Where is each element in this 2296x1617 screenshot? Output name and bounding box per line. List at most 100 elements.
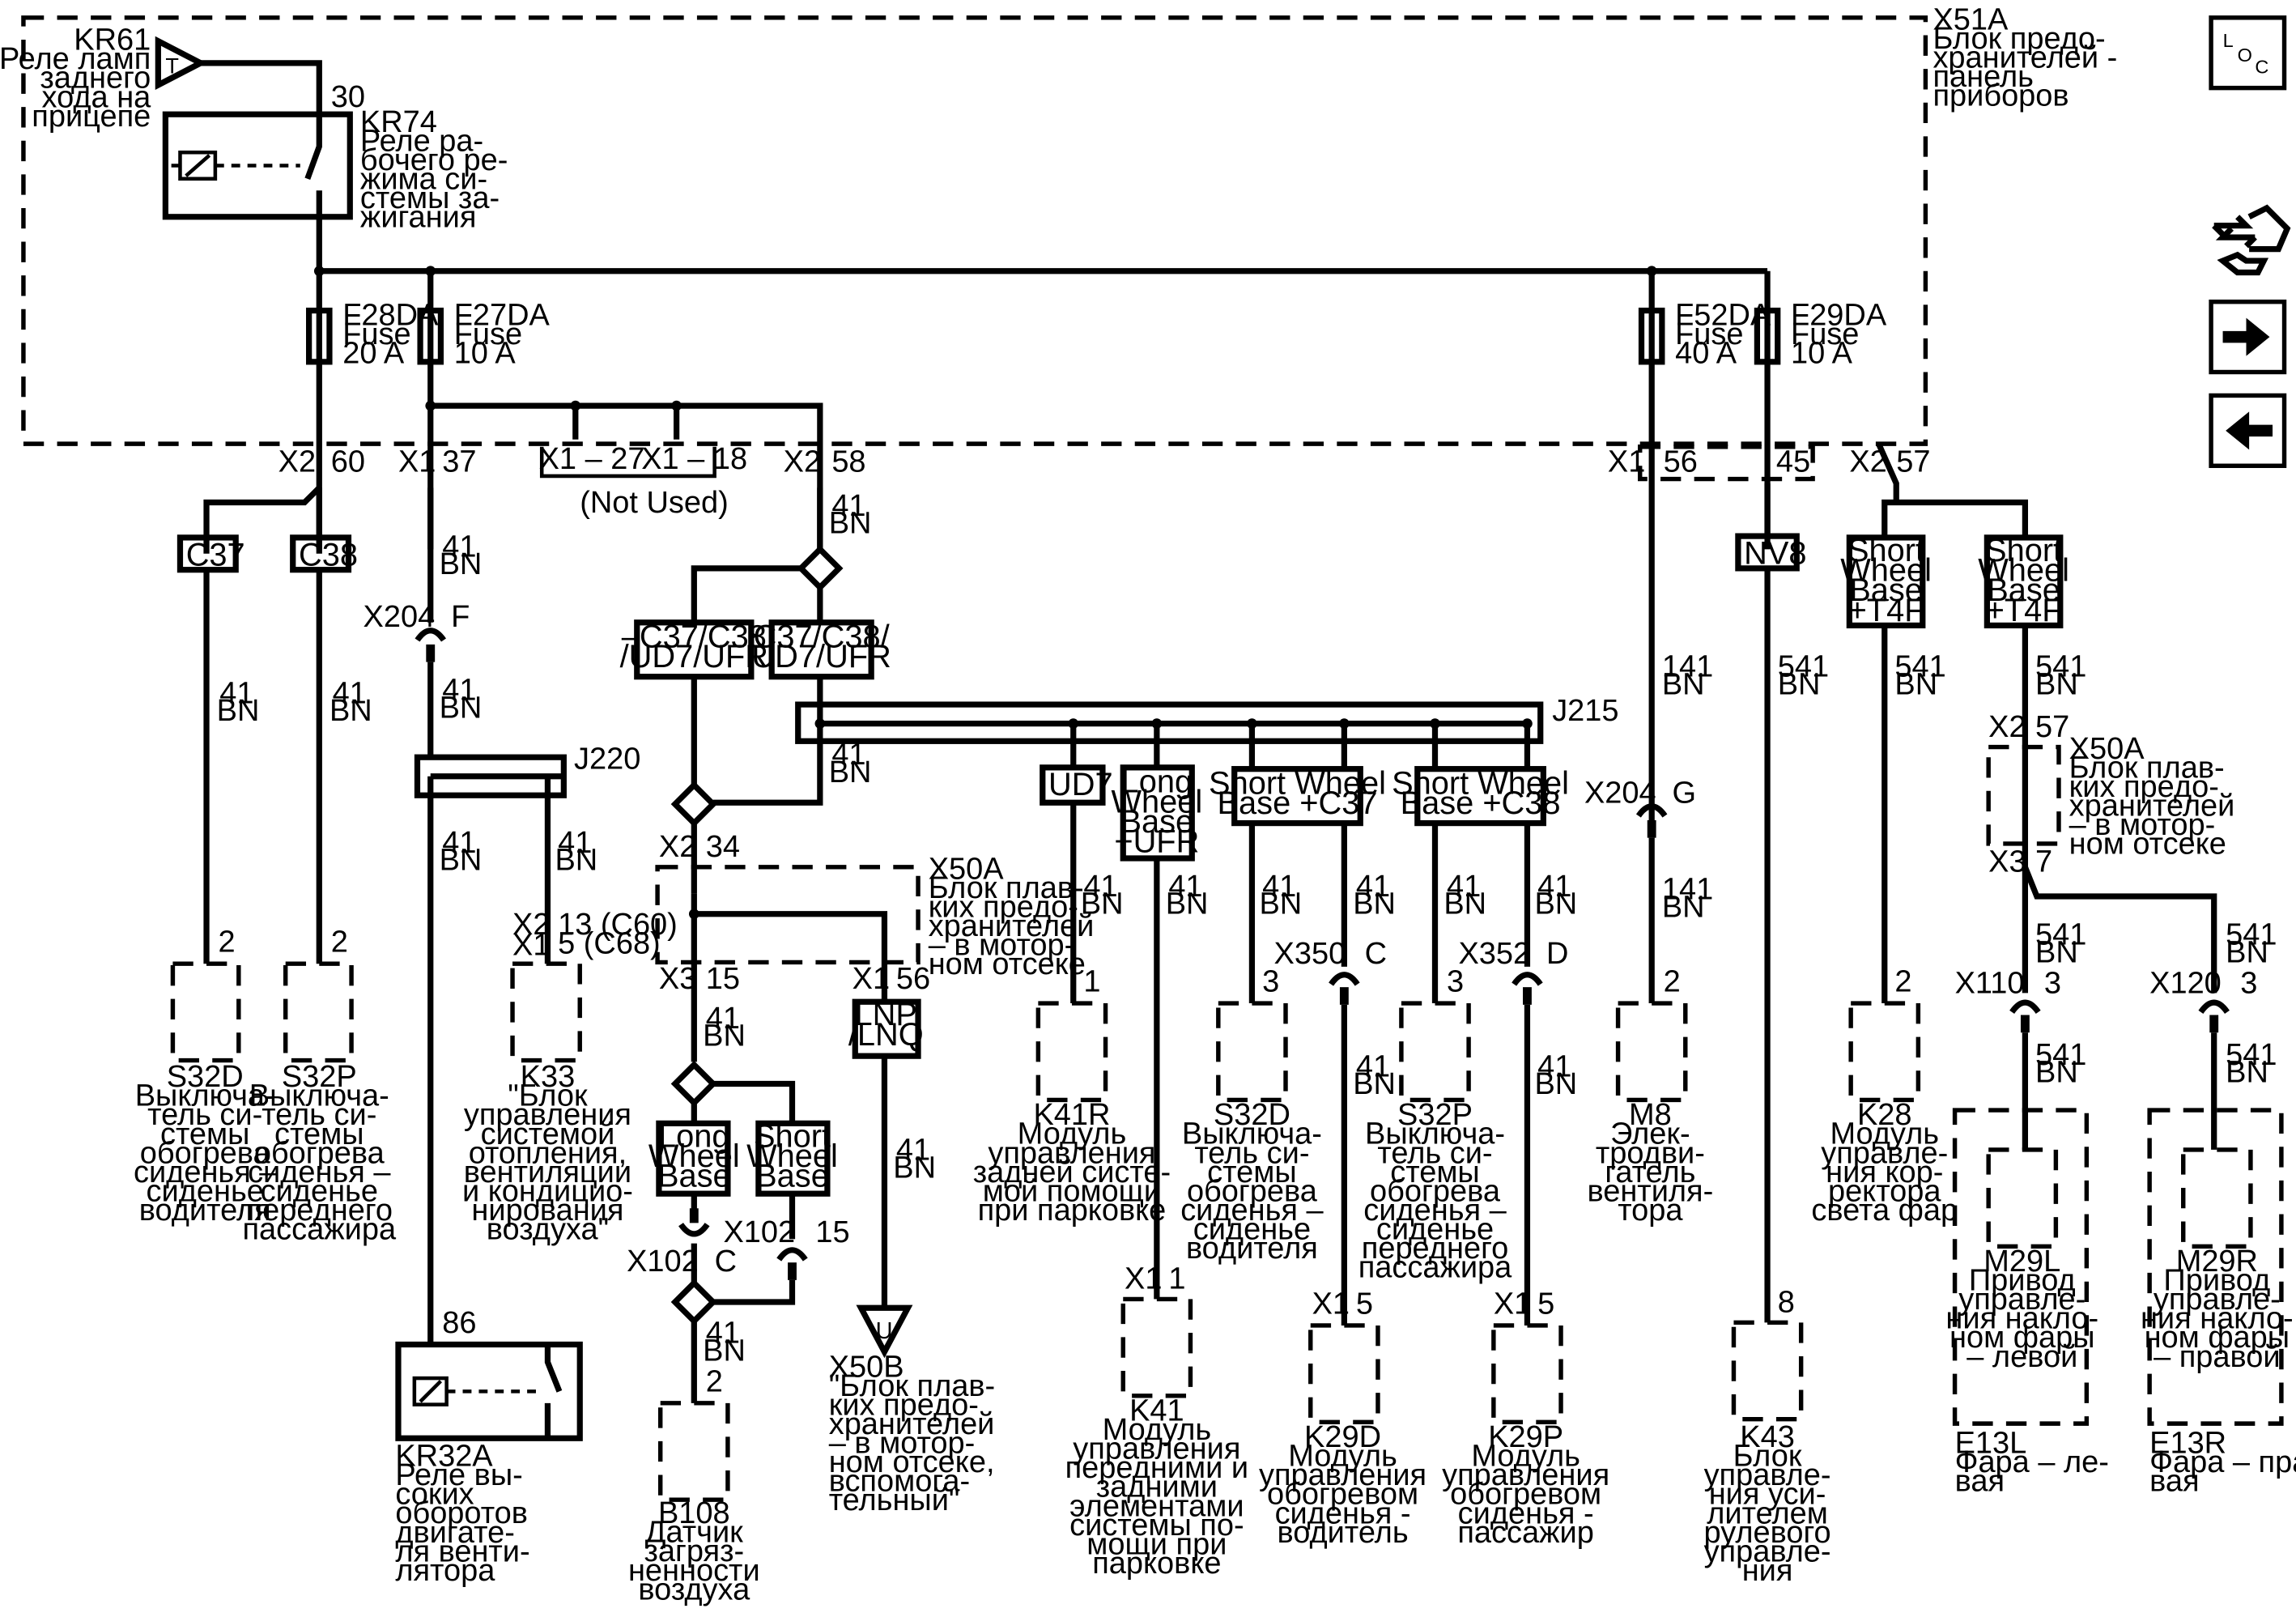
wire-bn-s32p: BN [330,694,372,728]
s32p-left-label-line: S32P [282,1060,357,1094]
x50a-right-label-line: ких предо- [2069,770,2219,804]
m8-label-line: M8 [1629,1098,1672,1132]
s32p-left-label-line: стемы [274,1117,364,1151]
pin-2-s32d: 2 [218,926,235,960]
x50a-right-label-line: ном отсеке [2069,828,2226,862]
k29d-label-line: Модуль [1288,1440,1397,1474]
s32p-mid-label-line: сиденье [1376,1212,1494,1246]
pin-c-x102: C [715,1245,737,1279]
x110-label: X110 [1955,966,2025,1000]
k29d-component [1308,1323,1380,1425]
k29p-component [1491,1323,1563,1425]
option-neg-c37-c38: –C37/C38/UD7/UFR [620,619,768,675]
s32p-left-label-line: тель си- [261,1098,376,1132]
k43-component [1731,1320,1804,1422]
pin-7: 7 [2035,845,2052,879]
x50b-label-line: – в мотор- [829,1426,976,1460]
kr32a-label-line: ля венти- [395,1534,529,1568]
k33-label-line: отопления, [469,1136,627,1170]
option-pos-c37-c38-line: UD7/UFR [751,639,891,674]
wire-bn-s32d-mid: BN [1259,887,1302,921]
x50a-mid-label-line: Блок плав- [929,871,1084,905]
x50b-symbol [856,1304,913,1359]
s32p-mid-label-line: сиденья – [1363,1194,1507,1228]
x204-left: X204 [364,600,436,634]
wire-41-x2-58: 41 [831,489,865,523]
loc-letter-c: C [2255,57,2268,78]
option-neg-c37-c38-line: –C37/C38 [622,619,767,655]
option-pos-c37-c38-line: C37/C38/ [754,619,891,655]
f27da-label-line: F27DA [454,299,551,333]
x204-right: X204 [1584,776,1656,810]
option-swb-c38-line: Short Wheel [1392,765,1569,801]
wire-bn-m29r-upper: BN [2226,935,2268,969]
e13l-label-line: Фара – ле- [1955,1445,2109,1479]
f28da-label-line: 20 A [342,337,405,371]
e13l-component [1952,1108,2090,1426]
s32d-left-label-line: Выключа- [135,1079,275,1113]
m8-label-line: тора [1618,1194,1683,1228]
option-swb-c37-line: Short Wheel [1209,765,1386,801]
s32d-mid-label-line: водителя [1186,1232,1318,1266]
kr74-label-line: жигания [360,201,476,235]
wire-bn-m29l-lower: BN [2035,1056,2078,1090]
k41r-label-line: управления [988,1136,1155,1170]
e13l-label-line: E13L [1955,1426,2027,1460]
k43-label-line: управле- [1704,1458,1831,1492]
not-used-label: (Not Used) [580,486,729,520]
x120-label: X120 [2149,966,2222,1000]
m8-label-line: вентиля- [1587,1174,1713,1208]
x50a-right-label-line: хранителей [2069,789,2235,823]
wire-41-k41r: 41 [1083,870,1117,904]
next-page-arrow-icon[interactable] [2209,299,2287,375]
f27da-label-line: 10 A [454,337,517,371]
k41-label-line: системы по- [1069,1508,1244,1543]
wire-541-m29l-lower: 541 [2035,1038,2086,1072]
m29r-label-line: Привод [2163,1264,2270,1298]
wire-141-m8-lower: 141 [1662,873,1713,907]
kr32a-relay-box [395,1341,583,1441]
k33-label-line: управления [464,1098,631,1132]
x50a-right-label-line: – в мотор- [2069,808,2216,842]
wire-541-m29l-upper: 541 [2035,918,2086,952]
x51a-fuse-block-label-line: Блок предо- [1932,22,2105,56]
k33-x2-conn: X2 [512,908,550,942]
wire-41-s32p: 41 [333,676,367,710]
s32d-left-label-line: водителя [139,1194,271,1228]
pin-30-label: 30 [331,80,365,114]
wire-41-x3: 41 [706,1002,740,1036]
option-pos-c37-c38: C37/C38/UD7/UFR [751,619,891,675]
k41-label-line: мощи при [1086,1527,1227,1561]
wire-541-m29r-upper: 541 [2226,918,2277,952]
loc-button[interactable]: L O C [2209,15,2287,91]
k43-label-line: лителем [1707,1496,1828,1530]
k33-label-line: K33 [521,1060,576,1094]
x352-label: X352 [1458,937,1530,971]
kr32a-label-line: лятора [395,1554,495,1588]
option-swb-c37-line: Base +C37 [1218,785,1378,821]
previous-page-arrow-icon[interactable] [2209,393,2287,468]
x50b-label-line: ких предо- [829,1388,979,1422]
k29d-label-line: сиденья - [1275,1496,1411,1530]
x50a-mid-label-line: ном отсеке [929,947,1086,981]
b108-label-line: загряз- [644,1534,744,1568]
option-neg-c37-c38-line: /UD7/UFR [620,639,768,674]
k43-label-line: управле- [1704,1534,1831,1568]
option-ud7: UD7 [1048,767,1113,802]
wire-41-lnp: 41 [896,1134,930,1168]
s32p-left-label-line: сиденье [261,1174,378,1208]
component-view-icon[interactable] [2212,204,2291,276]
wire-41-b108: 41 [706,1317,740,1351]
k33-label-line: воздуха" [487,1213,609,1247]
k28-component [1848,1001,1921,1103]
pin-2-s32p: 2 [331,926,348,960]
b108-component [657,1401,730,1502]
